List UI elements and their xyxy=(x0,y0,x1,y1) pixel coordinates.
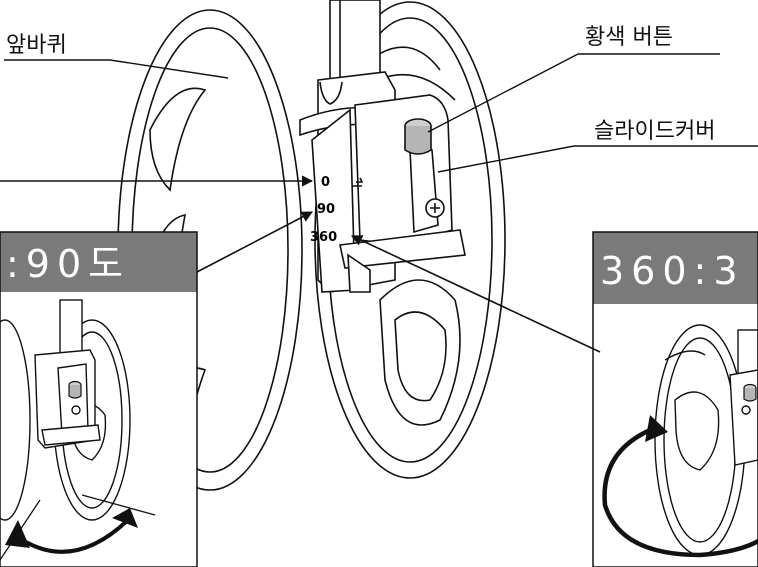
dial-mark-0: 0 xyxy=(321,175,330,190)
slide-cover-callout: 슬라이드커버 xyxy=(437,119,758,173)
yellow-button-callout: 황색 버튼 xyxy=(427,25,720,133)
right-inset-banner xyxy=(593,232,758,304)
left-inset-90-degree: :90도 xyxy=(0,232,197,567)
left-inset-yellow-button xyxy=(68,380,82,399)
slide-cover-label: 슬라이드커버 xyxy=(594,119,715,144)
dial-markings: 0 90 360 xyxy=(310,175,337,245)
yellow-button-label: 황색 버튼 xyxy=(585,25,673,50)
right-inset-yellow-button xyxy=(743,383,757,402)
left-inset-title: :90도 xyxy=(6,242,130,286)
dial-mark-90: 90 xyxy=(317,202,335,217)
yellow-button xyxy=(404,118,432,155)
left-inset-banner xyxy=(0,232,197,292)
arrow-to-dial-90 xyxy=(196,211,313,273)
rotation-arrow-360 xyxy=(602,425,758,558)
right-inset-title: 360:3 xyxy=(600,249,745,293)
dial-mark-360: 360 xyxy=(310,230,337,245)
arrow-to-dial-360 xyxy=(350,235,601,353)
right-inset-360-degree: 360:3 xyxy=(593,232,758,567)
front-wheel-callout: 앞바퀴 xyxy=(4,33,229,79)
front-wheel-label: 앞바퀴 xyxy=(6,33,67,58)
